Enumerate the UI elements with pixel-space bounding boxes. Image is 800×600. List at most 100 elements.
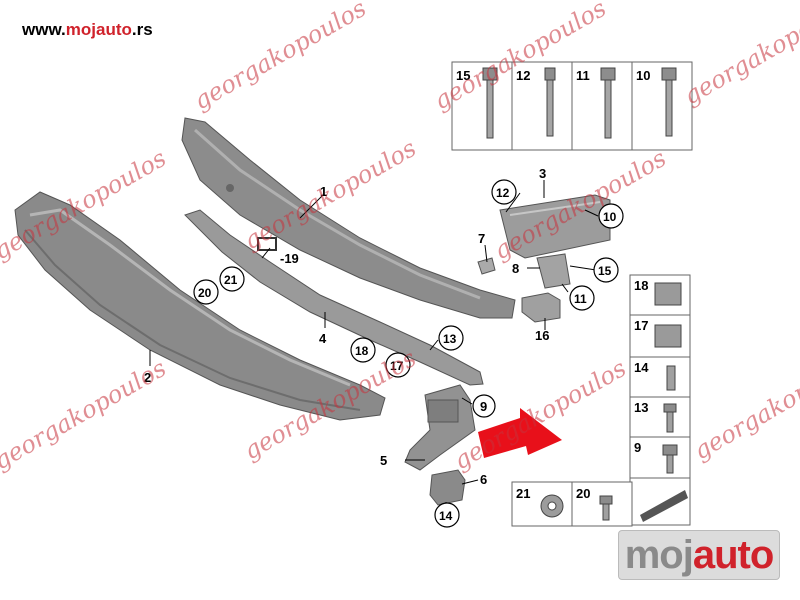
svg-text:10: 10 xyxy=(636,68,650,83)
screw-icon xyxy=(666,365,676,391)
hardware-right-cell: 14 xyxy=(634,360,649,375)
callout-13: 13 xyxy=(438,325,464,351)
svg-text:13: 13 xyxy=(634,400,648,415)
hardware-top-cell: 12 xyxy=(516,68,530,83)
callout-21: 21 xyxy=(219,266,245,292)
callout-19: -19 xyxy=(280,251,299,266)
site-url: www.mojauto.rs xyxy=(22,20,153,39)
svg-text:11: 11 xyxy=(576,68,590,83)
svg-text:5: 5 xyxy=(380,453,387,468)
nut-icon xyxy=(540,494,564,518)
watermark: georgakopoulos xyxy=(189,0,371,115)
hardware-bottom-cell: 21 xyxy=(516,486,530,501)
svg-text:2: 2 xyxy=(144,370,151,385)
part-4-strip xyxy=(184,209,484,386)
tape-icon xyxy=(640,490,688,522)
hardware-table-top: 15 12 11 10 xyxy=(451,61,693,151)
clip-icon xyxy=(654,282,682,306)
svg-text:15: 15 xyxy=(598,264,612,278)
svg-text:21: 21 xyxy=(224,273,238,287)
hardware-right-cell: 13 xyxy=(634,400,648,415)
callout-12: 12 xyxy=(491,179,517,205)
svg-text:9: 9 xyxy=(480,399,487,414)
svg-text:18: 18 xyxy=(634,278,648,293)
part-8-bracket xyxy=(536,253,571,289)
watermark: georgakopoulos xyxy=(689,344,800,465)
hardware-right-cell: 9 xyxy=(634,440,641,455)
hardware-table-right: 18 17 14 13 9 xyxy=(629,274,691,526)
svg-text:18: 18 xyxy=(355,344,369,358)
hardware-top-cell: 10 xyxy=(636,68,650,83)
svg-text:georgakopoulos: georgakopoulos xyxy=(189,0,371,115)
callout-9: 9 xyxy=(472,394,496,418)
svg-text:14: 14 xyxy=(439,509,453,523)
part-3-bracket xyxy=(499,194,611,259)
svg-text:-19: -19 xyxy=(280,251,299,266)
highlight-arrow-icon xyxy=(478,408,562,458)
callout-17: 17 xyxy=(385,352,411,378)
bolt-icon xyxy=(599,495,613,521)
svg-text:7: 7 xyxy=(478,231,485,246)
svg-text:georgakopoulos: georgakopoulos xyxy=(679,0,800,110)
nut-icon xyxy=(662,444,678,474)
bolt-icon xyxy=(482,67,498,139)
svg-text:14: 14 xyxy=(634,360,649,375)
callout-15: 15 xyxy=(593,257,619,283)
svg-text:4: 4 xyxy=(319,331,327,346)
watermark: georgakopoulos xyxy=(489,144,671,265)
callout-18: 18 xyxy=(350,337,376,363)
svg-text:9: 9 xyxy=(634,440,641,455)
svg-text:16: 16 xyxy=(535,328,549,343)
callout-1: 1 xyxy=(320,184,327,199)
svg-text:10: 10 xyxy=(603,210,617,224)
hardware-table-bottom: 21 20 xyxy=(511,481,633,527)
svg-text:20: 20 xyxy=(198,286,212,300)
svg-text:13: 13 xyxy=(443,332,457,346)
callout-7: 7 xyxy=(478,231,485,246)
callout-8: 8 xyxy=(512,261,519,276)
part-6-cap xyxy=(429,469,466,506)
hardware-right-cell: 17 xyxy=(634,318,648,333)
part-1-upper-beam xyxy=(181,117,516,319)
svg-text:21: 21 xyxy=(516,486,530,501)
hardware-top-cell: 11 xyxy=(576,68,590,83)
callout-4: 4 xyxy=(319,331,327,346)
callout-20: 20 xyxy=(193,279,219,305)
part-7-clip xyxy=(477,257,496,275)
part-5-mount xyxy=(404,384,476,471)
hardware-top-cell: 15 xyxy=(456,68,470,83)
svg-text:15: 15 xyxy=(456,68,470,83)
svg-text:georgakopoulos: georgakopoulos xyxy=(489,144,671,265)
svg-text:12: 12 xyxy=(496,186,510,200)
callout-3: 3 xyxy=(539,166,546,181)
part-2-lower-carrier xyxy=(14,191,386,421)
leader-lines xyxy=(149,180,599,512)
watermark: georgakopoulos xyxy=(679,0,800,110)
svg-text:12: 12 xyxy=(516,68,530,83)
callout-2: 2 xyxy=(144,370,151,385)
screw-icon xyxy=(663,403,677,433)
svg-text:17: 17 xyxy=(634,318,648,333)
bolt-icon xyxy=(661,67,677,137)
watermark: georgakopoulos xyxy=(0,354,171,475)
svg-text:17: 17 xyxy=(390,359,404,373)
callout-6: 6 xyxy=(480,472,487,487)
svg-text:6: 6 xyxy=(480,472,487,487)
svg-text:8: 8 xyxy=(512,261,519,276)
callout-16: 16 xyxy=(535,328,549,343)
mojauto-logo: mojauto xyxy=(618,530,780,580)
bolt-icon xyxy=(600,67,616,139)
svg-text:3: 3 xyxy=(539,166,546,181)
clip-icon xyxy=(654,324,682,348)
part-16-holder xyxy=(521,292,561,323)
svg-text:georgakopoulos: georgakopoulos xyxy=(689,344,800,465)
callout-11: 11 xyxy=(569,285,595,311)
callout-5: 5 xyxy=(380,453,387,468)
hardware-bottom-cell: 20 xyxy=(576,486,590,501)
callout-10: 10 xyxy=(598,203,624,229)
svg-text:1: 1 xyxy=(320,184,327,199)
callout-14: 14 xyxy=(434,502,460,528)
hardware-right-cell: 18 xyxy=(634,278,648,293)
svg-text:georgakopoulos: georgakopoulos xyxy=(0,354,171,475)
